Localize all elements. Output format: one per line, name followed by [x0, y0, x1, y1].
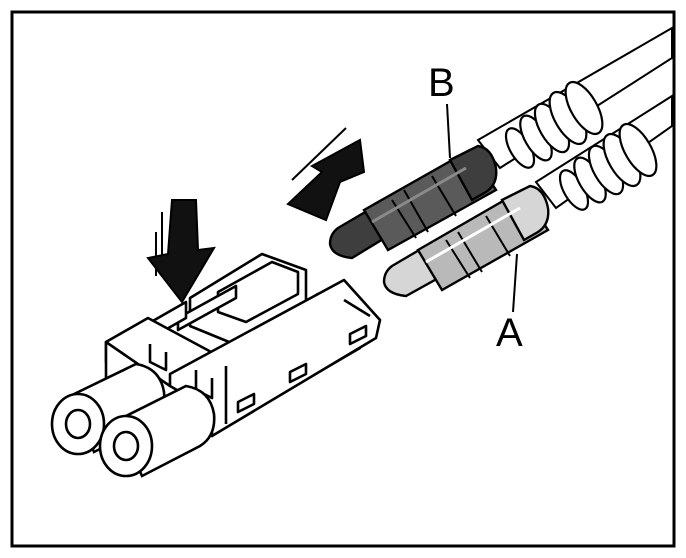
label-a-leader — [512, 253, 518, 313]
connector-b — [328, 144, 498, 260]
receptacle-front — [98, 384, 216, 478]
strain-relief-boot-a — [558, 122, 658, 211]
label-b: B — [428, 61, 455, 105]
label-a: A — [496, 311, 523, 355]
receptacle-rear — [50, 362, 166, 456]
label-b-leader — [446, 103, 451, 159]
arrow-down-icon — [146, 199, 216, 304]
arrow-left-down-icon — [286, 127, 366, 222]
connector-a — [382, 184, 550, 298]
strain-relief-boot-b — [504, 80, 604, 169]
